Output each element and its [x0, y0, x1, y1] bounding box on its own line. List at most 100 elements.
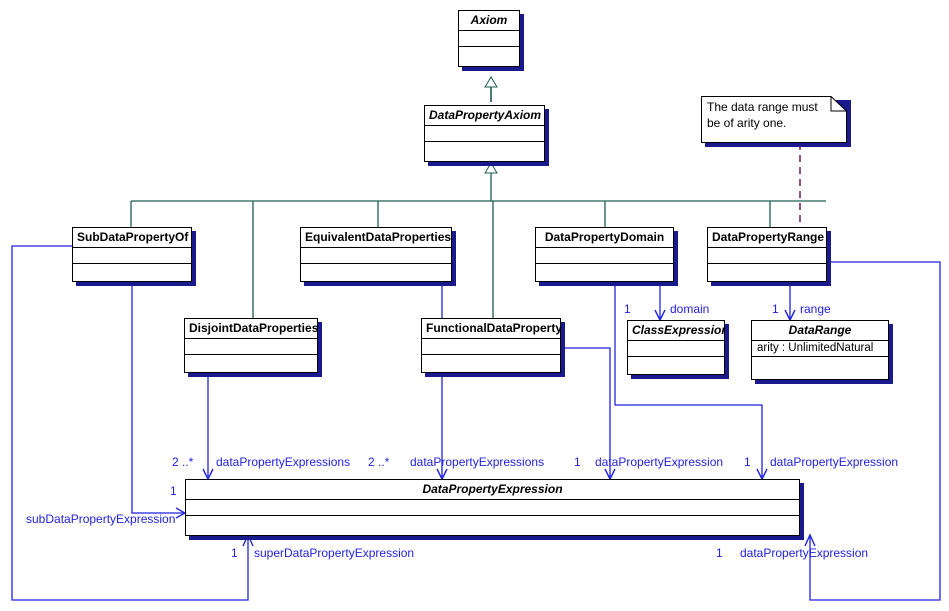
class-separator	[628, 340, 724, 341]
class-separator	[186, 515, 799, 516]
generalization-bus-datapropertyaxiom	[130, 162, 826, 318]
association-range-dpe	[804, 261, 941, 601]
class-datapropertyaxiom[interactable]: DataPropertyAxiom	[424, 105, 549, 166]
multiplicity-sub-dpe: 1	[170, 484, 177, 498]
class-body: DisjointDataProperties	[184, 318, 318, 373]
class-body: DataPropertyAxiom	[424, 105, 545, 162]
class-separator	[459, 30, 519, 31]
role-range: range	[800, 302, 831, 316]
multiplicity-range: 1	[772, 302, 779, 316]
class-attributes	[186, 500, 799, 515]
class-separator	[73, 247, 191, 248]
class-operations	[708, 264, 826, 281]
class-body: DataPropertyRange	[707, 227, 827, 282]
class-body: ClassExpression	[627, 320, 725, 375]
class-disjointdataproperties[interactable]: DisjointDataProperties	[184, 318, 322, 377]
class-name: SubDataPropertyOf	[77, 230, 189, 244]
class-operations	[536, 264, 673, 281]
class-name: EquivalentDataProperties	[305, 230, 451, 244]
class-body: Axiom	[458, 10, 520, 67]
class-separator	[425, 125, 544, 126]
class-separator	[752, 340, 888, 341]
class-separator	[185, 354, 317, 355]
note-text: The data range must be of arity one.	[707, 100, 818, 130]
association-equivalent-dpes	[436, 282, 448, 481]
class-name: DataRange	[788, 323, 852, 337]
class-operations	[628, 357, 724, 374]
multiplicity-equivalent-dpes: 2 ..*	[368, 455, 390, 469]
class-attributes	[185, 339, 317, 354]
role-equivalent-dpes: dataPropertyExpressions	[410, 455, 545, 469]
association-domain	[654, 282, 666, 322]
multiplicity-domain-dpe: 1	[744, 455, 751, 469]
note-shape	[701, 96, 847, 143]
class-attributes	[708, 248, 826, 263]
multiplicity-functional-dpe: 1	[574, 455, 581, 469]
class-datarange[interactable]: DataRange arity : UnlimitedNatural	[751, 320, 893, 384]
class-separator	[425, 141, 544, 142]
class-operations	[425, 142, 544, 161]
class-operations	[301, 264, 451, 281]
class-body: DataPropertyDomain	[535, 227, 674, 282]
note-arity[interactable]: The data range must be of arity one.	[701, 96, 851, 147]
class-datapropertyexpression[interactable]: DataPropertyExpression	[185, 479, 804, 540]
class-separator	[459, 46, 519, 47]
role-functional-dpe: dataPropertyExpression	[595, 455, 724, 469]
class-operations	[185, 355, 317, 372]
class-datapropertydomain[interactable]: DataPropertyDomain	[535, 227, 678, 286]
class-attributes	[422, 339, 560, 354]
multiplicity-range-dpe: 1	[716, 546, 723, 560]
class-body: DataRange arity : UnlimitedNatural	[751, 320, 889, 380]
class-separator	[73, 263, 191, 264]
class-attributes: arity : UnlimitedNatural	[757, 342, 874, 354]
multiplicity-disjoint-dpes: 2 ..*	[172, 455, 194, 469]
class-operations	[459, 47, 519, 66]
class-body: FunctionalDataProperty	[421, 318, 561, 373]
class-separator	[301, 263, 451, 264]
class-attributes	[73, 248, 191, 263]
class-attributes	[459, 31, 519, 46]
class-classexpression[interactable]: ClassExpression	[627, 320, 729, 379]
class-axiom[interactable]: Axiom	[458, 10, 524, 71]
class-attributes	[425, 126, 544, 141]
class-name: DataPropertyAxiom	[429, 108, 542, 122]
class-name: Axiom	[470, 13, 508, 27]
class-operations	[186, 516, 799, 535]
class-datapropertyrange[interactable]: DataPropertyRange	[707, 227, 831, 286]
class-subdatapropertyof[interactable]: SubDataPropertyOf	[72, 227, 196, 286]
class-name: ClassExpression	[632, 323, 724, 337]
class-attributes	[628, 341, 724, 356]
class-separator	[628, 356, 724, 357]
role-domain-dpe: dataPropertyExpression	[770, 455, 899, 469]
class-body: SubDataPropertyOf	[72, 227, 192, 282]
class-name: FunctionalDataProperty	[426, 321, 560, 335]
role-range-dpe: dataPropertyExpression	[740, 546, 869, 560]
class-separator	[708, 263, 826, 264]
role-super-dpe: superDataPropertyExpression	[254, 546, 415, 560]
class-name: DataPropertyExpression	[422, 482, 563, 496]
class-operations	[422, 355, 560, 372]
class-operations	[752, 357, 888, 379]
class-name: DisjointDataProperties	[189, 321, 317, 335]
class-name: DataPropertyDomain	[544, 230, 665, 244]
role-sub-dpe: subDataPropertyExpression	[26, 512, 176, 526]
association-disjoint-dpes	[202, 375, 214, 481]
multiplicity-domain: 1	[624, 302, 631, 316]
role-disjoint-dpes: dataPropertyExpressions	[216, 455, 351, 469]
association-sub-dpe	[131, 282, 187, 519]
class-separator	[186, 499, 799, 500]
class-body: EquivalentDataProperties	[300, 227, 452, 282]
class-attributes	[536, 248, 673, 263]
class-separator	[422, 338, 560, 339]
class-separator	[185, 338, 317, 339]
role-domain: domain	[670, 302, 710, 316]
class-separator	[708, 247, 826, 248]
class-separator	[301, 247, 451, 248]
class-separator	[536, 263, 673, 264]
class-functionaldataproperty[interactable]: FunctionalDataProperty	[421, 318, 565, 377]
class-separator	[752, 356, 888, 357]
class-operations	[73, 264, 191, 281]
class-equivalentdataproperties[interactable]: EquivalentDataProperties	[300, 227, 456, 286]
class-separator	[422, 354, 560, 355]
